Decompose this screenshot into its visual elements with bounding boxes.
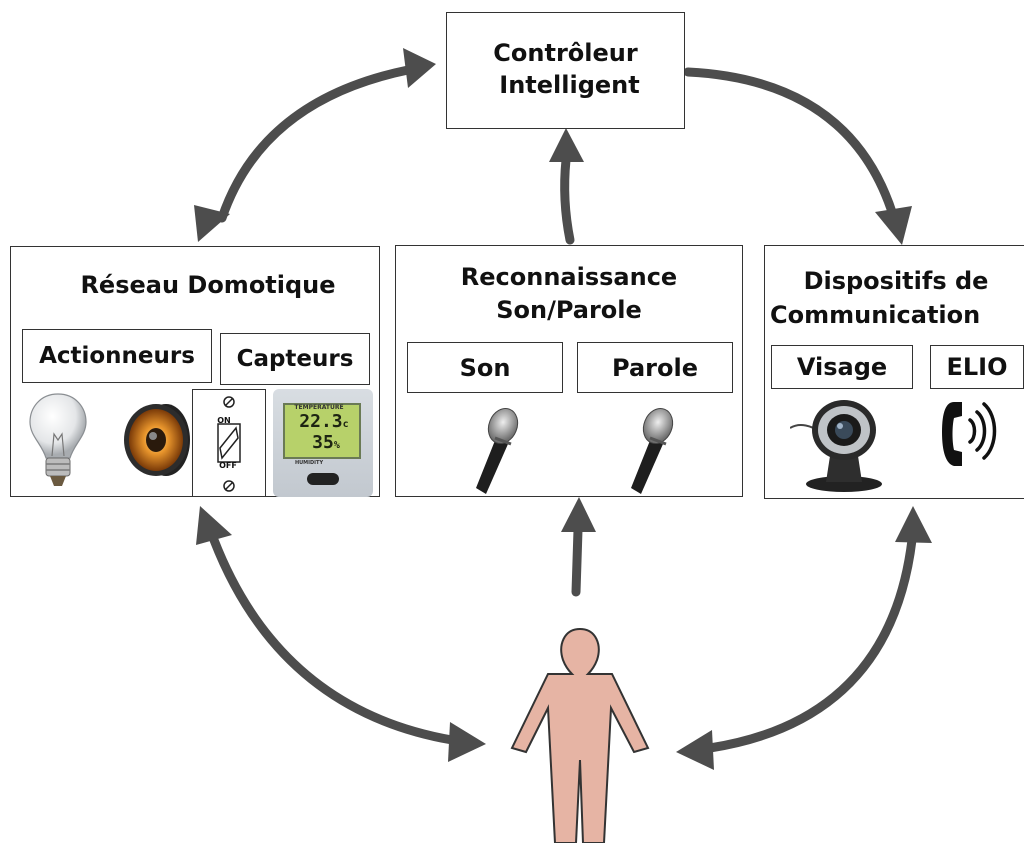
arrow-reseau-controleur: [217, 65, 413, 223]
person-icon: [510, 627, 650, 843]
arrow-dispositifs-person: [705, 535, 917, 753]
thermo-screen: [283, 403, 361, 459]
arrow-reconnaissance-controleur: [560, 155, 575, 245]
elio-label: ELIO: [930, 345, 1024, 389]
arrow-reseau-person: [209, 535, 457, 745]
microphone-icon: [476, 408, 519, 494]
thermo-temp-number: 22.3: [299, 411, 343, 432]
parole-label: Parole: [577, 342, 733, 393]
light-switch-icon: [217, 396, 241, 492]
son-label: Son: [407, 342, 563, 393]
arrowhead-to-reseau-bottom: [196, 506, 232, 545]
arrowhead-to-reseau: [194, 205, 230, 242]
visage-label: Visage: [771, 345, 913, 389]
thermometer-hygrometer-icon: TEMPERATURE 22.3c 35% HUMIDITY: [273, 389, 373, 497]
capteurs-label: Capteurs: [220, 333, 370, 385]
arrowhead-to-dispositifs: [875, 206, 912, 245]
thermo-logo: [307, 473, 339, 485]
arrow-person-reconnaissance: [571, 525, 583, 597]
thermo-temp-unit: c: [342, 419, 349, 430]
actionneurs-label: Actionneurs: [22, 329, 212, 383]
reseau-domotique-title: Réseau Domotique: [80, 271, 336, 299]
controleur-box: [446, 12, 685, 129]
webcam-icon: [790, 400, 882, 492]
phone-icon: [942, 402, 997, 466]
reconnaissance-title-line1: Reconnaissance: [460, 263, 678, 291]
thermo-humidity-value: 35%: [301, 432, 351, 455]
arrowhead-up-controleur: [549, 128, 584, 162]
arrowhead-up-reconnaissance: [561, 497, 596, 532]
switch-on-label: ON: [217, 416, 231, 425]
microphone-icon: [631, 408, 674, 494]
reconnaissance-title-line2: Son/Parole: [496, 296, 642, 324]
light-bulb-icon: [29, 393, 87, 486]
thermo-hum-number: 35: [312, 432, 334, 453]
switch-off-label: OFF: [219, 461, 237, 470]
thermo-humidity-caption: HUMIDITY: [294, 460, 324, 466]
arrowhead-to-person-right: [676, 730, 714, 770]
thermo-hum-unit: %: [333, 440, 340, 451]
thermo-temperature-caption: TEMPERATURE: [294, 404, 344, 411]
controleur-title-line1: Contrôleur: [493, 39, 638, 67]
arrowhead-to-controleur: [403, 48, 436, 88]
dispositifs-title-line1: Dispositifs de: [803, 267, 989, 295]
thermo-temperature-value: 22.3c: [291, 411, 357, 434]
dispositifs-title-line2: Communication: [770, 301, 981, 329]
arrowhead-to-person-left: [448, 722, 486, 762]
speaker-icon: [124, 404, 190, 476]
arrowhead-to-dispositifs-bottom: [895, 506, 932, 543]
controleur-title-line2: Intelligent: [499, 71, 640, 99]
arrow-controleur-dispositifs: [683, 67, 898, 220]
